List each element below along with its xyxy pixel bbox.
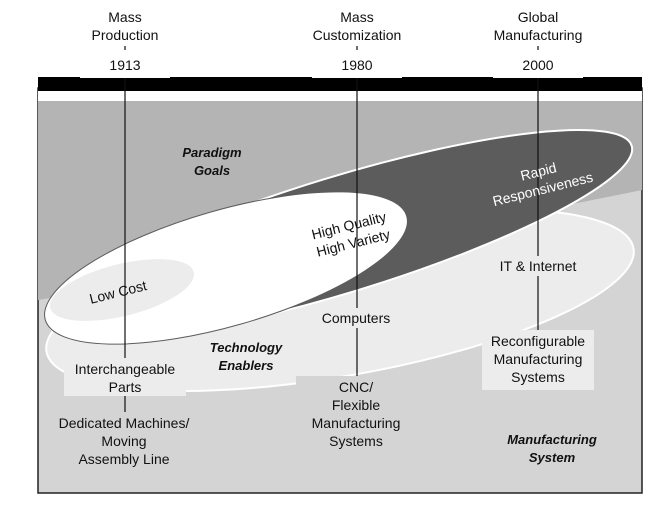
paradigm-goals-heading-2: Goals <box>194 163 230 178</box>
system-dedicated-3: Assembly Line <box>78 451 169 467</box>
system-reconfigurable-2: Manufacturing <box>494 351 583 367</box>
enabler-computers: Computers <box>322 310 390 326</box>
milestone-1913-line2: Production <box>92 27 159 43</box>
enabler-it-internet: IT & Internet <box>500 258 577 274</box>
technology-enablers-heading-2: Enablers <box>219 358 274 373</box>
system-cnc-4: Systems <box>329 433 383 449</box>
timeline-bar <box>38 77 642 91</box>
low-cost-ellipse <box>49 259 195 321</box>
manufacturing-system-heading-1: Manufacturing <box>507 432 597 447</box>
milestone-1980-year: 1980 <box>341 57 372 73</box>
milestone-1980-line2: Customization <box>313 27 402 43</box>
milestone-2000-line1: Global <box>518 9 558 25</box>
enabler-parts: Parts <box>109 379 142 395</box>
milestone-1980-line1: Mass <box>340 9 373 25</box>
white-strip <box>38 91 642 101</box>
milestone-2000-line2: Manufacturing <box>494 27 583 43</box>
system-cnc-1: CNC/ <box>339 379 373 395</box>
system-dedicated-1: Dedicated Machines/ <box>59 415 190 431</box>
system-dedicated-2: Moving <box>101 433 146 449</box>
milestone-1913-year: 1913 <box>109 57 140 73</box>
system-cnc-2: Flexible <box>332 397 380 413</box>
system-reconfigurable-1: Reconfigurable <box>491 333 585 349</box>
technology-enablers-heading-1: Technology <box>210 340 283 355</box>
system-reconfigurable-3: Systems <box>511 369 565 385</box>
milestone-2000-year: 2000 <box>522 57 553 73</box>
system-cnc-3: Manufacturing <box>312 415 401 431</box>
paradigm-goals-heading-1: Paradigm <box>182 145 242 160</box>
milestone-1913-line1: Mass <box>108 9 141 25</box>
manufacturing-system-heading-2: System <box>529 450 576 465</box>
enabler-interchangeable: Interchangeable <box>75 361 176 377</box>
